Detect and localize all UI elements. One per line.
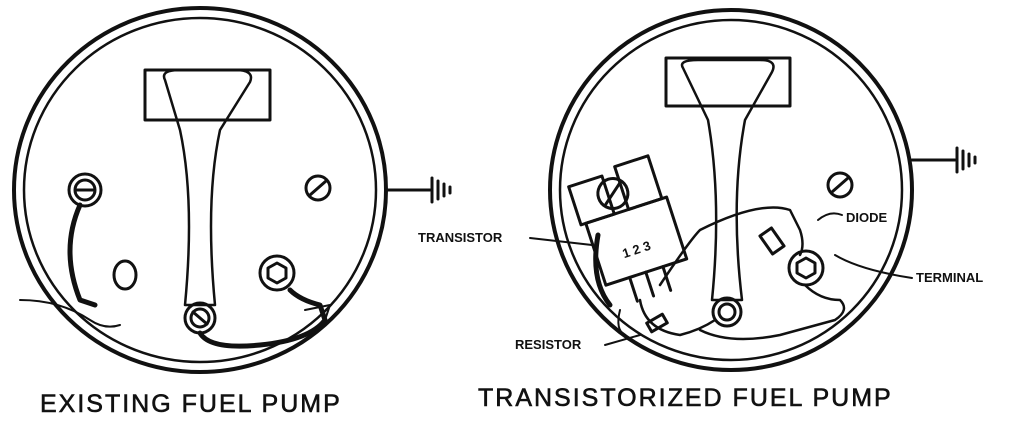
wire <box>638 298 717 337</box>
existing-pump-title: EXISTING FUEL PUMP <box>40 390 342 419</box>
resistor-label: RESISTOR <box>515 337 582 352</box>
transistorized-pump <box>529 8 977 372</box>
resistor-leader <box>604 334 641 346</box>
terminal-label: TERMINAL <box>916 270 984 285</box>
existing-pump <box>12 6 452 374</box>
wire <box>67 202 98 308</box>
hole <box>112 259 138 291</box>
diode-label: DIODE <box>846 210 888 225</box>
screw <box>67 172 103 208</box>
wire <box>658 206 804 287</box>
stem <box>162 68 253 307</box>
screw <box>304 174 332 202</box>
transistor <box>567 154 689 303</box>
transistorized-pump-title: TRANSISTORIZED FUEL PUMP <box>478 384 893 413</box>
clip <box>304 304 331 321</box>
wire <box>197 287 328 349</box>
screw <box>711 296 743 328</box>
screw <box>826 171 854 199</box>
ground-symbol <box>384 176 452 204</box>
transistor-label: TRANSISTOR <box>418 230 503 245</box>
pump-housing-outer <box>548 8 914 372</box>
pump-housing-inner <box>558 18 904 362</box>
diode-leader <box>817 212 843 221</box>
bracket <box>664 56 792 108</box>
pump-housing-inner <box>22 16 378 364</box>
terminal <box>787 249 825 287</box>
wire <box>698 283 846 341</box>
diode <box>758 226 786 256</box>
wire <box>593 232 613 308</box>
ground-symbol <box>910 146 977 174</box>
transistor-leader <box>529 237 593 246</box>
stem <box>680 58 775 302</box>
terminal-leader <box>834 254 913 279</box>
screw <box>183 301 217 335</box>
resistor <box>645 312 669 334</box>
terminal <box>258 254 296 292</box>
